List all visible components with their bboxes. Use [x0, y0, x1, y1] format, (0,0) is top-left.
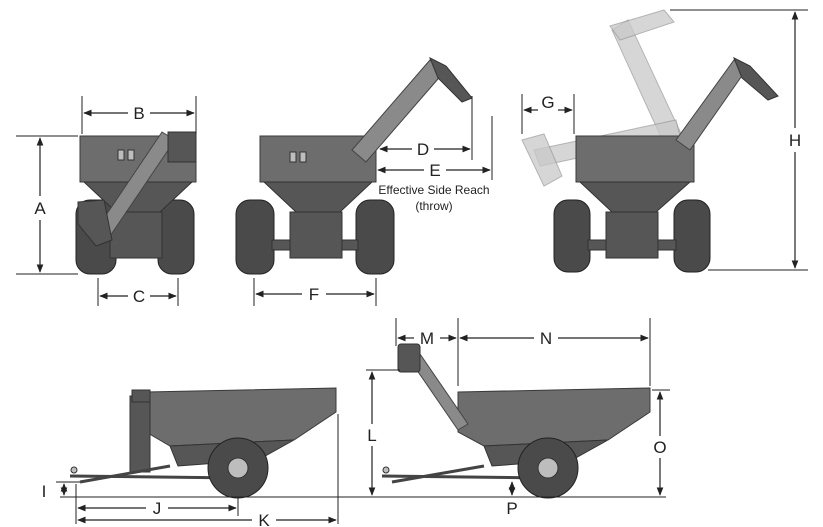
side-view-folded — [69, 387, 337, 499]
dimension-label-h: H — [789, 131, 801, 150]
front-view-stowed — [75, 131, 197, 275]
side-view-unfolded — [381, 343, 651, 499]
front-view-extended — [235, 56, 473, 275]
throw-note: (throw) — [415, 199, 452, 213]
dimension-label-f: F — [309, 285, 319, 304]
dimension-label-p: P — [506, 499, 517, 518]
dimension-label-d: D — [417, 140, 429, 159]
dimension-label-e: E — [429, 161, 440, 180]
dimension-label-l: L — [367, 426, 376, 445]
side-reach-note: Effective Side Reach — [378, 183, 489, 197]
dimension-label-m: M — [420, 329, 434, 348]
dimension-label-j: J — [153, 499, 162, 518]
dimension-label-c: C — [133, 287, 145, 306]
auger-swing-view — [521, 9, 779, 273]
dimension-label-o: O — [653, 438, 666, 457]
dimension-label-i: I — [42, 482, 47, 501]
dimension-label-k: K — [258, 511, 270, 527]
dimension-label-g: G — [541, 93, 554, 112]
dimension-label-a: A — [34, 199, 46, 218]
dimension-label-b: B — [133, 104, 144, 123]
dimension-label-n: N — [540, 329, 552, 348]
